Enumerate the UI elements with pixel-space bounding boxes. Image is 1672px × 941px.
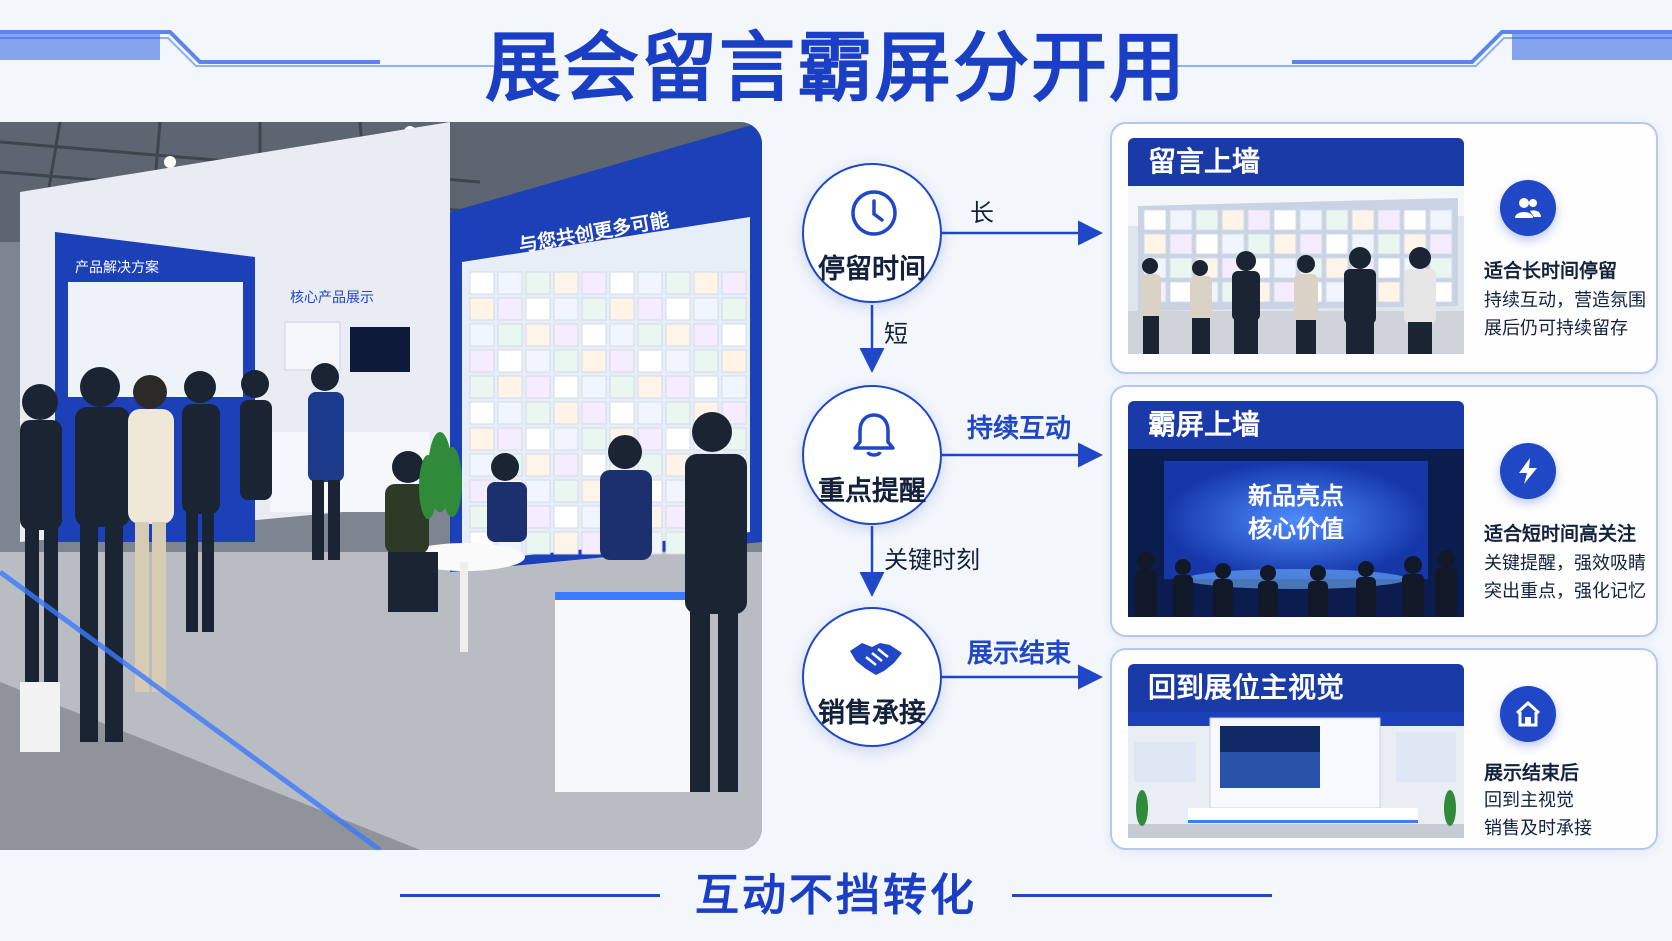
header-decoration-left (0, 30, 500, 67)
edge-label-key-moment: 关键时刻 (884, 546, 980, 574)
users-icon (1500, 180, 1556, 236)
flow-node-label: 销售承接 (818, 698, 926, 729)
bell-icon (853, 413, 895, 457)
card-title: 展示结束后 (1484, 762, 1580, 784)
flow-node-dwell-time: 停留时间 (802, 163, 942, 303)
card-line: 关键提醒，强效吸睛 (1484, 553, 1646, 574)
home-icon (1500, 686, 1556, 742)
card-line: 回到主视觉 (1484, 790, 1574, 811)
clock-icon (851, 190, 897, 236)
flow-node-sales-handover: 销售承接 (802, 607, 942, 747)
edge-label-end: 展示结束 (967, 639, 1072, 669)
screen-line-1: 新品亮点 (1248, 482, 1344, 510)
card-image-takeover-screen: 新品亮点 核心价值 (1128, 449, 1464, 617)
footer-rule-right (1012, 894, 1272, 897)
card-booth-visual: 回到展位主视觉 展示结束后 回到主视觉 销售及时承接 (1110, 648, 1658, 850)
card-image-message-wall (1128, 186, 1464, 354)
edge-label-short: 短 (884, 320, 908, 348)
flow-node-key-reminder: 重点提醒 (802, 385, 942, 525)
card-line: 突出重点，强化记忆 (1484, 581, 1646, 602)
edge-label-continuous: 持续互动 (967, 414, 1072, 444)
header-decoration-right (1172, 30, 1672, 67)
center-wall-text: 核心产品展示 (290, 290, 374, 306)
card-line: 持续互动，营造氛围 (1484, 290, 1646, 311)
flow-connectors (859, 220, 1103, 690)
card-takeover-screen: 霸屏上墙 新品亮点 核心价值 适合短时间高关注 关键提醒，强效吸睛 (1110, 385, 1658, 637)
card-header: 霸屏上墙 (1128, 401, 1464, 449)
edge-label-long: 长 (970, 199, 994, 227)
card-message-wall: 留言上墙 适合长时间停留 持续互动，营造氛围 展后仍可持续留存 (1110, 122, 1658, 374)
screen-line-2: 核心价值 (1248, 515, 1344, 543)
handshake-icon (850, 643, 902, 675)
card-line: 展后仍可持续留存 (1484, 318, 1628, 339)
card-title: 适合长时间停留 (1484, 260, 1618, 282)
flow-node-label: 重点提醒 (818, 476, 926, 507)
footer-rule-left (400, 894, 660, 897)
card-title: 适合短时间高关注 (1484, 523, 1637, 545)
footer-slogan: 互动不挡转化 (695, 870, 977, 921)
lightning-icon (1500, 443, 1556, 499)
card-header: 回到展位主视觉 (1128, 664, 1464, 712)
left-wall-text: 产品解决方案 (75, 259, 159, 276)
flow-node-label: 停留时间 (818, 254, 926, 285)
card-image-booth-visual (1128, 712, 1464, 838)
page-title: 展会留言霸屏分开用 (485, 23, 1187, 112)
card-line: 销售及时承接 (1484, 818, 1592, 839)
booth-photo: 产品解决方案 核心产品展示 与您共创更多可能 (0, 122, 762, 850)
card-header: 留言上墙 (1128, 138, 1464, 186)
booth-scene: 产品解决方案 核心产品展示 与您共创更多可能 (0, 122, 762, 850)
